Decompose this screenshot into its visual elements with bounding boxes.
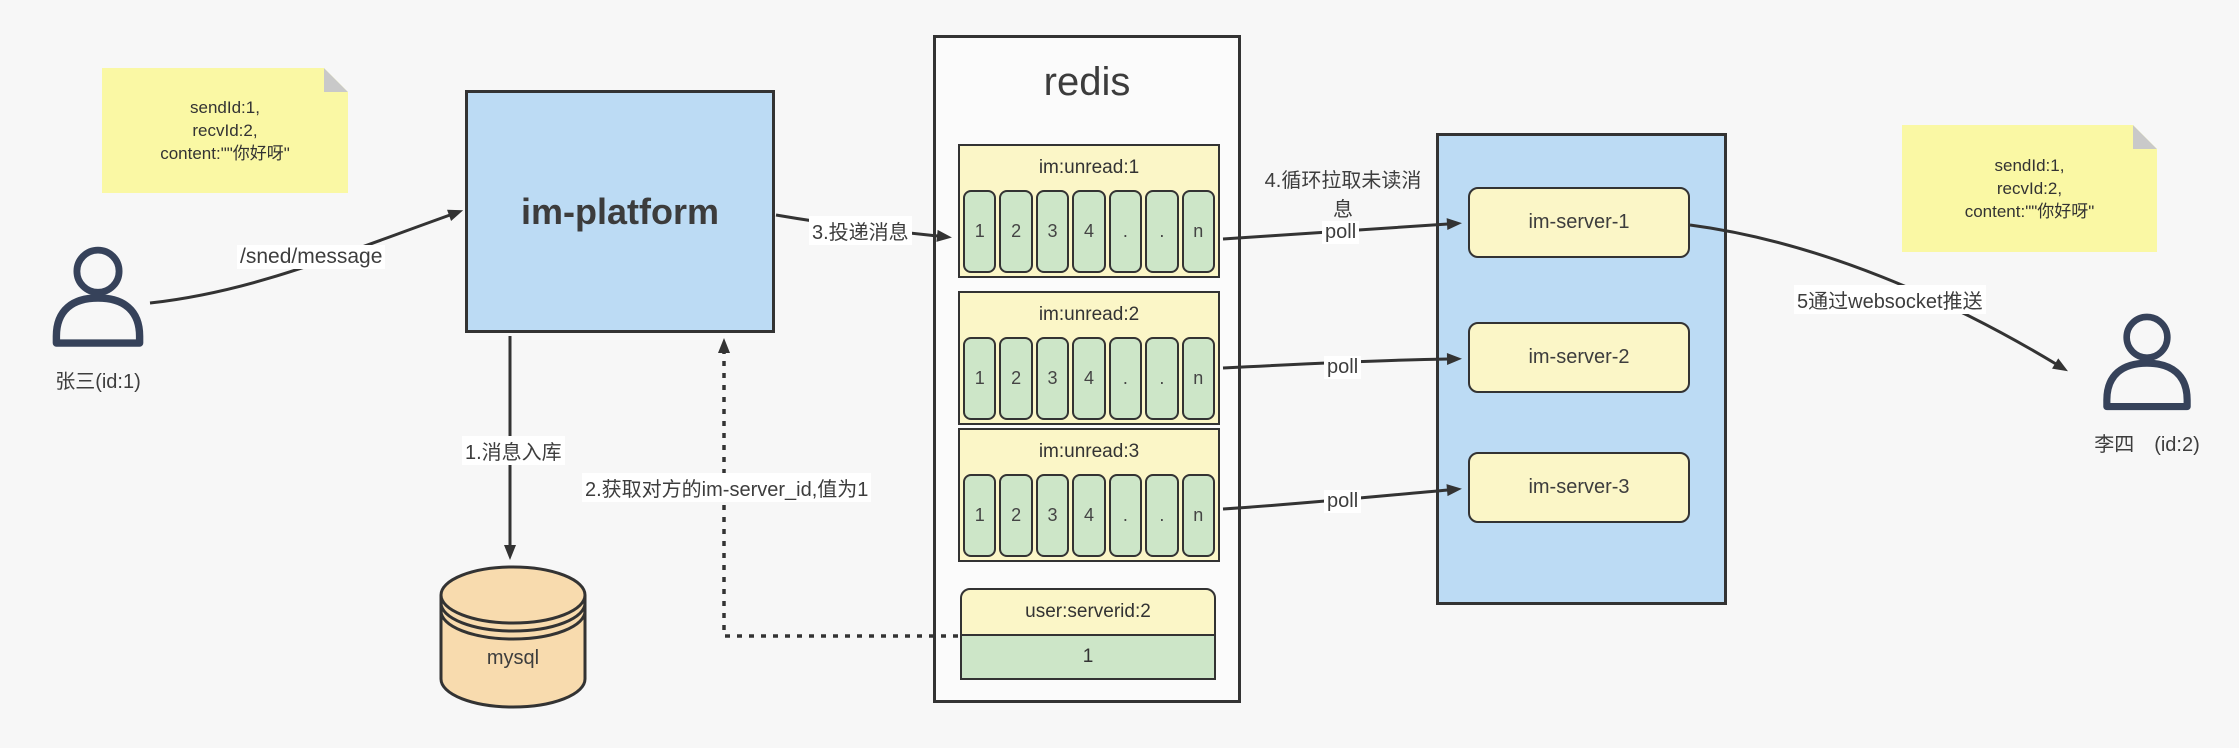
label-step4-line2: 息 bbox=[1333, 199, 1353, 221]
queue-cell: . bbox=[1108, 190, 1143, 273]
queue-cell: . bbox=[1145, 337, 1179, 420]
unread-queue-2: im:unread:2 1 2 3 4 . . n bbox=[958, 291, 1220, 425]
redis-title: redis bbox=[1043, 60, 1131, 104]
queue-cell: 2 bbox=[999, 337, 1033, 420]
receiver-actor: 李四 (id:2) bbox=[2086, 312, 2208, 457]
queue-cell: n bbox=[1181, 474, 1215, 557]
note-line: recvId:2, bbox=[192, 121, 258, 140]
serverid-mapping-node: user:serverid:2 1 bbox=[960, 588, 1216, 680]
note-line: content:""你好呀" bbox=[160, 144, 290, 163]
queue-cell: 3 bbox=[1035, 474, 1070, 557]
label-poll-3: poll bbox=[1324, 490, 1362, 513]
im-platform-label: im-platform bbox=[521, 190, 719, 232]
queue-cell: . bbox=[1145, 474, 1179, 557]
redis-container: redis im:unread:1 1 2 3 4 . . n im:unrea… bbox=[933, 35, 1241, 703]
person-icon-sender bbox=[52, 246, 144, 347]
label-step1: 1.消息入库 bbox=[462, 436, 565, 465]
database-cylinder-icon bbox=[439, 565, 587, 709]
sender-actor: 张三(id:1) bbox=[38, 245, 158, 394]
im-platform-node: im-platform bbox=[465, 90, 775, 333]
queue-cell: . bbox=[1108, 474, 1143, 557]
note-line: sendId:1, bbox=[1994, 156, 2065, 175]
queue-cell: 1 bbox=[963, 190, 997, 273]
queue-cell: 4 bbox=[1072, 337, 1106, 420]
queue-cell: n bbox=[1181, 337, 1215, 420]
queue-cell: 1 bbox=[963, 337, 997, 420]
sender-label: 张三(id:1) bbox=[55, 371, 141, 393]
queue-cell: . bbox=[1108, 337, 1143, 420]
mapping-header: user:serverid:2 bbox=[960, 588, 1216, 636]
queue-cell: 2 bbox=[999, 474, 1033, 557]
unread-queue-3: im:unread:3 1 2 3 4 . . n bbox=[958, 428, 1220, 562]
queue-cell: 4 bbox=[1072, 190, 1106, 273]
queue-cell: 1 bbox=[963, 474, 997, 557]
queue-cell: 2 bbox=[999, 190, 1033, 273]
mysql-label: mysql bbox=[486, 647, 540, 669]
note-fold-icon bbox=[2133, 125, 2157, 149]
im-server-2-node: im-server-2 bbox=[1468, 322, 1690, 393]
queue-cells-row: 1 2 3 4 . . n bbox=[960, 474, 1218, 560]
receiver-label: 李四 (id:2) bbox=[2094, 434, 2200, 456]
label-step5: 5通过websocket推送 bbox=[1794, 285, 1986, 314]
label-step4-line1: 4.循环拉取未读消 bbox=[1264, 170, 1422, 192]
note-line: sendId:1, bbox=[190, 98, 260, 117]
sticky-note-right: sendId:1, recvId:2, content:""你好呀" bbox=[1902, 125, 2157, 252]
mysql-database-node: mysql bbox=[437, 563, 589, 713]
queue-cell: n bbox=[1181, 190, 1215, 273]
queue-header: im:unread:1 bbox=[1038, 157, 1140, 178]
label-step3: 3.投递消息 bbox=[809, 216, 912, 245]
im-server-3-node: im-server-3 bbox=[1468, 452, 1690, 523]
queue-cells-row: 1 2 3 4 . . n bbox=[960, 190, 1218, 276]
label-step4: 4.循环拉取未读消 息 bbox=[1255, 164, 1431, 222]
unread-queue-1: im:unread:1 1 2 3 4 . . n bbox=[958, 144, 1220, 278]
sticky-note-left: sendId:1, recvId:2, content:""你好呀" bbox=[102, 68, 348, 193]
queue-header: im:unread:2 bbox=[1038, 304, 1140, 325]
queue-cell: 3 bbox=[1035, 190, 1070, 273]
queue-cell: 4 bbox=[1072, 474, 1106, 557]
label-send-api: /sned/message bbox=[237, 245, 386, 269]
label-poll-1: poll bbox=[1322, 221, 1360, 244]
label-step2: 2.获取对方的im-server_id,值为1 bbox=[582, 473, 872, 502]
person-icon-receiver bbox=[2103, 313, 2191, 411]
queue-cell: . bbox=[1145, 190, 1179, 273]
im-server-1-node: im-server-1 bbox=[1468, 187, 1690, 258]
queue-cells-row: 1 2 3 4 . . n bbox=[960, 337, 1218, 423]
label-poll-2: poll bbox=[1324, 356, 1362, 379]
mapping-value: 1 bbox=[960, 636, 1216, 680]
queue-header: im:unread:3 bbox=[1038, 441, 1140, 462]
queue-cell: 3 bbox=[1035, 337, 1070, 420]
server-cluster-container: im-server-1 im-server-2 im-server-3 bbox=[1436, 133, 1727, 605]
note-fold-icon bbox=[324, 68, 348, 92]
note-line: content:""你好呀" bbox=[1964, 202, 2095, 221]
note-line: recvId:2, bbox=[1996, 179, 2063, 198]
